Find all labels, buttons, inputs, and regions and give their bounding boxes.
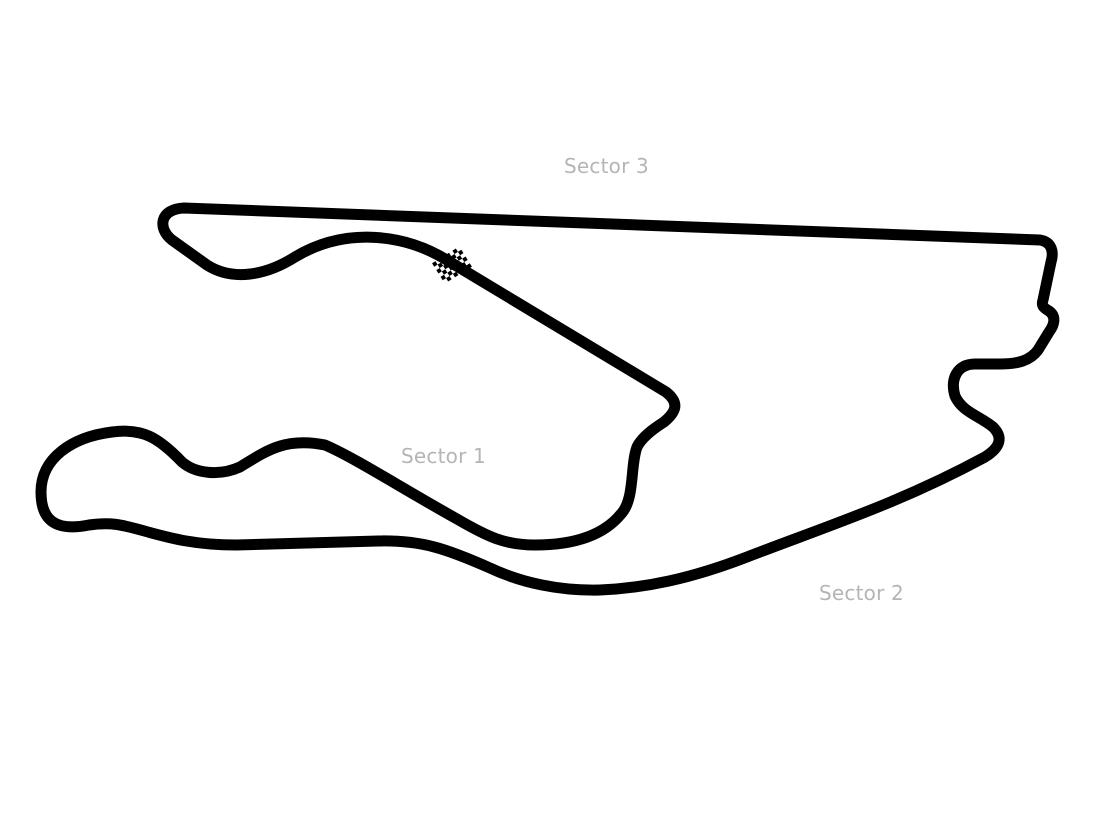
sector-1-label: Sector 1 (401, 444, 486, 468)
checkered-flag-icon (432, 248, 472, 282)
track-outline (35, 202, 1060, 596)
sector-2-label: Sector 2 (819, 581, 904, 605)
sector-3-label: Sector 3 (564, 154, 649, 178)
